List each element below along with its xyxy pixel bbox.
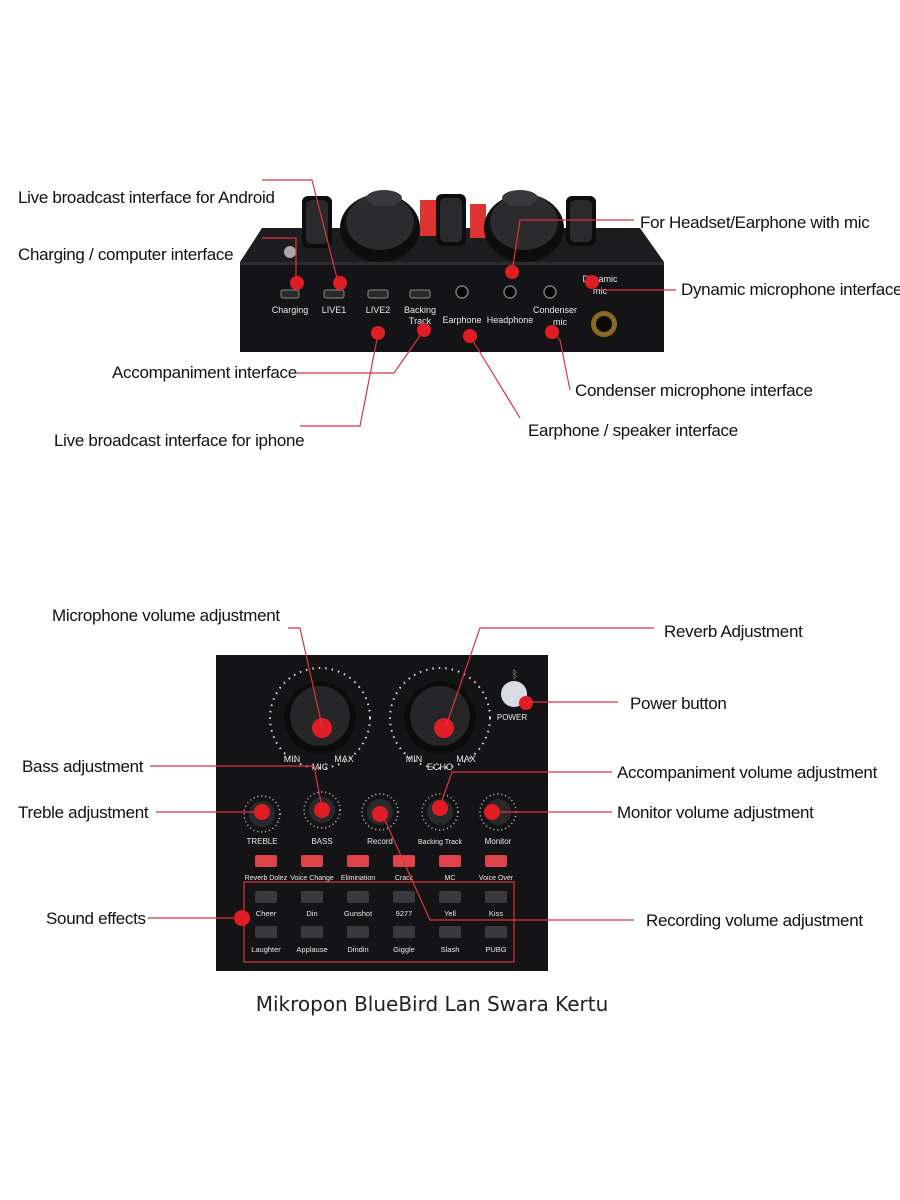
callout-iphone: Live broadcast interface for iphone: [54, 431, 304, 450]
effect-a-0-button: [255, 891, 277, 903]
effect-b-4-button: [439, 926, 461, 938]
callout-reverb: Reverb Adjustment: [664, 622, 803, 641]
callout-accompaniment: Accompaniment interface: [112, 363, 297, 382]
port-label-live1: LIVE1: [322, 305, 347, 315]
callout-headset: For Headset/Earphone with mic: [640, 213, 870, 232]
record-label: Record: [367, 837, 393, 846]
callout-mic-volume: Microphone volume adjustment: [52, 606, 280, 625]
effect-b-0-label: Laughter: [251, 945, 281, 954]
callout-charging: Charging / computer interface: [18, 245, 233, 264]
rear-panel-diagram: Charging LIVE1 LIVE2 Backing Track Earph…: [18, 180, 900, 450]
effect-a-1-label: Din: [306, 909, 317, 918]
effect-b-1-label: Applause: [296, 945, 327, 954]
callout-earphone: Earphone / speaker interface: [528, 421, 738, 440]
callout-android: Live broadcast interface for Android: [18, 188, 275, 207]
effect-b-2-button: [347, 926, 369, 938]
callout-accompaniment-volume: Accompaniment volume adjustment: [617, 763, 878, 782]
effect-a-4-label: Yell: [444, 909, 456, 918]
function-0-label: Reverb Dolez: [245, 875, 288, 882]
effect-a-1-button: [301, 891, 323, 903]
front-panel-diagram: MIN MAX MIC MIN MAX ECHO ᛒ POWER: [18, 606, 878, 971]
bluetooth-icon: ᛒ: [512, 669, 519, 681]
callout-sound-effects: Sound effects: [46, 909, 146, 928]
port-label-charging: Charging: [272, 305, 309, 315]
effect-b-2-label: Dindin: [347, 945, 368, 954]
function-2-label: Elimination: [341, 875, 375, 882]
callout-condenser: Condenser microphone interface: [575, 381, 813, 400]
callout-power: Power button: [630, 694, 727, 713]
callout-treble: Treble adjustment: [18, 803, 149, 822]
port-label-live2: LIVE2: [366, 305, 391, 315]
callout-dynamic: Dynamic microphone interface: [681, 280, 900, 299]
effect-a-5-label: Kiss: [489, 909, 503, 918]
function-0-button: [255, 855, 277, 867]
effect-b-3-button: [393, 926, 415, 938]
port-label-condenser: Condenser: [533, 305, 577, 315]
port-label-headphone: Headphone: [487, 315, 534, 325]
echo-max-label: MAX: [456, 754, 476, 764]
backing-track-label: Backing Track: [418, 839, 462, 846]
callout-recording-volume: Recording volume adjustment: [646, 911, 863, 930]
image-caption: Mikropon BlueBird Lan Swara Kertu: [0, 992, 864, 1016]
callout-bass: Bass adjustment: [22, 757, 144, 776]
effect-b-1-button: [301, 926, 323, 938]
function-2-button: [347, 855, 369, 867]
effect-a-2-button: [347, 891, 369, 903]
treble-label: TREBLE: [246, 837, 277, 846]
port-label-backing: Backing: [404, 305, 436, 315]
function-4-button: [439, 855, 461, 867]
port-label-earphone: Earphone: [442, 315, 481, 325]
mic-min-label: MIN: [284, 754, 301, 764]
effect-a-4-button: [439, 891, 461, 903]
effect-b-4-label: Slash: [441, 945, 460, 954]
function-4-label: MC: [445, 875, 456, 882]
effect-a-5-button: [485, 891, 507, 903]
effect-a-0-label: Cheer: [256, 909, 277, 918]
function-5-button: [485, 855, 507, 867]
effect-a-2-label: Gunshot: [344, 909, 373, 918]
effect-b-5-label: PUBG: [485, 945, 506, 954]
power-label: POWER: [497, 713, 527, 722]
effect-a-3-button: [393, 891, 415, 903]
callout-monitor-volume: Monitor volume adjustment: [617, 803, 814, 822]
mic-max-label: MAX: [334, 754, 354, 764]
port-label-condenser-mic: mic: [553, 317, 567, 327]
effect-b-0-button: [255, 926, 277, 938]
monitor-label: Monitor: [485, 837, 512, 846]
echo-min-label: MIN: [406, 754, 423, 764]
effect-a-3-label: 9277: [396, 909, 413, 918]
function-1-button: [301, 855, 323, 867]
effect-b-3-label: Giggle: [393, 945, 415, 954]
bass-label: BASS: [311, 837, 332, 846]
echo-knob: [390, 668, 490, 768]
function-1-label: Voice Change: [290, 875, 334, 882]
echo-knob-label: ECHO: [427, 762, 453, 772]
effect-b-5-button: [485, 926, 507, 938]
function-5-label: Voice Over: [479, 875, 514, 882]
